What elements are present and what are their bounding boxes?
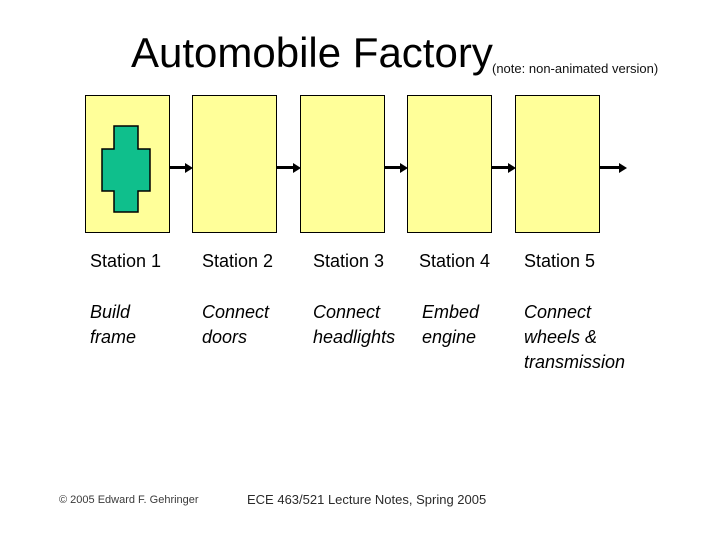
station-1-task: Build frame bbox=[90, 302, 137, 347]
station-5-task: Connect wheels & transmission bbox=[524, 302, 626, 372]
station-3-label: Station 3 bbox=[313, 251, 385, 271]
course-text: ECE 463/521 Lecture Notes, Spring 2005 bbox=[247, 492, 487, 507]
arrow-shaft bbox=[169, 166, 185, 169]
station-2-task: Connect doors bbox=[202, 302, 270, 347]
station-box-2 bbox=[192, 95, 277, 233]
arrow-shaft bbox=[491, 166, 508, 169]
flow-arrow-5 bbox=[599, 161, 627, 174]
station-1-label: Station 1 bbox=[90, 251, 162, 271]
car-frame-shape bbox=[101, 125, 151, 213]
arrow-head-icon bbox=[185, 162, 193, 173]
station-2-label: Station 2 bbox=[202, 251, 274, 271]
arrow-head-icon bbox=[619, 162, 627, 173]
station-3-task: Connect headlights bbox=[313, 302, 396, 347]
station-4-label: Station 4 bbox=[419, 251, 491, 271]
copyright-text: © 2005 Edward F. Gehringer bbox=[59, 494, 199, 506]
flow-arrow-4 bbox=[491, 161, 516, 174]
car-frame-icon bbox=[101, 125, 151, 213]
arrow-head-icon bbox=[508, 162, 516, 173]
station-box-5 bbox=[515, 95, 600, 233]
arrow-shaft bbox=[599, 166, 619, 169]
title-note: (note: non-animated version) bbox=[492, 61, 659, 76]
station-box-1 bbox=[85, 95, 170, 233]
page-title: Automobile Factory bbox=[131, 29, 493, 76]
arrow-head-icon bbox=[400, 162, 408, 173]
station-5-label: Station 5 bbox=[524, 251, 596, 271]
arrow-head-icon bbox=[293, 162, 301, 173]
flow-arrow-2 bbox=[276, 161, 301, 174]
station-box-3 bbox=[300, 95, 385, 233]
flow-arrow-3 bbox=[384, 161, 408, 174]
flow-arrow-1 bbox=[169, 161, 193, 174]
arrow-shaft bbox=[276, 166, 293, 169]
arrow-shaft bbox=[384, 166, 400, 169]
station-4-task: Embed engine bbox=[422, 302, 480, 347]
station-box-4 bbox=[407, 95, 492, 233]
